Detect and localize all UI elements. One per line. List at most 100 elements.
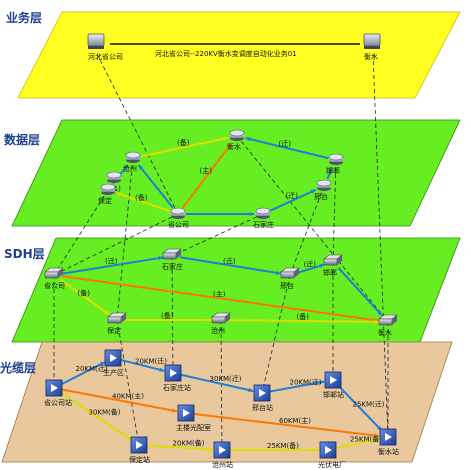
network-node[interactable]: 省公司站 bbox=[44, 379, 72, 407]
node-label: 衡水站 bbox=[378, 447, 399, 456]
edge bbox=[186, 211, 254, 217]
router-icon bbox=[125, 151, 141, 159]
edge-line bbox=[61, 275, 380, 322]
edge-arrowhead bbox=[248, 387, 254, 393]
network-node[interactable]: 邯郸站 bbox=[323, 371, 344, 399]
edge-label: 20KM(迁) bbox=[135, 357, 167, 366]
edge-label: 20KM(迁) bbox=[290, 378, 322, 387]
node-label: 石家庄站 bbox=[163, 383, 191, 392]
network-node[interactable]: 沧州 bbox=[123, 151, 141, 173]
fiber-layer-title: 光缆层 bbox=[0, 360, 36, 375]
edge-line bbox=[269, 188, 317, 212]
edge: (备) bbox=[140, 136, 229, 158]
node-label: 保定 bbox=[98, 196, 112, 205]
network-node[interactable]: 保定站 bbox=[129, 436, 150, 464]
network-node[interactable]: 保定 bbox=[107, 312, 127, 335]
network-node[interactable]: 沧州 bbox=[211, 312, 231, 335]
edge-label: (备) bbox=[78, 289, 91, 298]
edge-line bbox=[337, 385, 383, 432]
edge-line bbox=[228, 319, 380, 323]
edge: (迁) bbox=[61, 255, 164, 275]
edge: (迁) bbox=[245, 137, 329, 160]
odf-icon-arrow bbox=[110, 354, 117, 362]
projection-line bbox=[261, 274, 291, 394]
sdh-icon bbox=[162, 252, 177, 260]
edge-arrowhead bbox=[310, 189, 316, 194]
edge-label: (备) bbox=[135, 193, 148, 202]
edge-line bbox=[269, 380, 325, 393]
service-layer-plane bbox=[17, 11, 461, 99]
edge-arrowhead bbox=[319, 263, 325, 268]
node-label: 主楼光配室 bbox=[176, 423, 211, 432]
network-node[interactable]: 生产区 bbox=[103, 349, 124, 377]
node-label: 邢台 bbox=[314, 192, 328, 201]
sdh-icon bbox=[211, 316, 226, 324]
network-node[interactable]: 邢台站 bbox=[252, 384, 273, 412]
edge-line bbox=[297, 263, 325, 274]
network-node[interactable]: 光伏电厂 bbox=[318, 441, 346, 469]
sdh-icon bbox=[280, 271, 295, 279]
node-label: 保定站 bbox=[129, 455, 150, 464]
odf-icon-arrow bbox=[136, 441, 143, 449]
node-label: 省公司 bbox=[44, 281, 65, 290]
network-node[interactable]: 沧州站 bbox=[212, 441, 233, 469]
edge-arrowhead bbox=[208, 447, 214, 452]
projection-line bbox=[171, 255, 174, 374]
edge-line bbox=[120, 358, 165, 372]
edge: 40KM(主) bbox=[61, 388, 178, 413]
service-link-label: 河北省公司--220KV衡水变调度自动化业务01 bbox=[155, 49, 297, 58]
odf-icon-arrow bbox=[170, 369, 177, 377]
projection-line bbox=[372, 53, 389, 438]
network-node[interactable]: 保定 bbox=[98, 183, 116, 205]
network-node[interactable]: 衡水 bbox=[227, 129, 245, 151]
network-node[interactable]: 石家庄 bbox=[253, 207, 274, 229]
edge-label: 60KM(主) bbox=[279, 416, 311, 425]
network-node[interactable]: 邢台 bbox=[314, 179, 332, 201]
edge-label: 40KM(主) bbox=[112, 392, 144, 401]
edge-label: 20KM(迁) bbox=[76, 364, 108, 373]
network-node[interactable]: 石家庄 bbox=[162, 248, 183, 271]
edge-line bbox=[245, 137, 329, 160]
sdh-icon bbox=[107, 316, 122, 324]
service-layer-title: 业务层 bbox=[6, 10, 42, 25]
edge-arrowhead bbox=[104, 310, 110, 315]
network-node[interactable]: 主楼光配室 bbox=[176, 404, 211, 432]
sdh-layer-title: SDH层 bbox=[4, 247, 45, 261]
router-icon bbox=[229, 129, 245, 137]
sdh-icon bbox=[44, 271, 59, 279]
network-node[interactable]: 邯郸 bbox=[323, 254, 343, 277]
edge-arrowhead bbox=[172, 408, 178, 413]
network-node[interactable]: 省公司 bbox=[44, 267, 65, 290]
router-icon bbox=[106, 171, 122, 179]
network-node[interactable]: 省公司 bbox=[168, 207, 189, 229]
edge-label: 30KM(迁) bbox=[210, 374, 242, 383]
edge-arrowhead bbox=[158, 255, 164, 261]
edge-line bbox=[61, 388, 178, 413]
network-node[interactable]: 邯郸 bbox=[326, 153, 344, 175]
edge-arrowhead bbox=[374, 319, 380, 325]
edge: (备) bbox=[228, 312, 380, 325]
router-icon bbox=[328, 153, 344, 161]
edge-arrowhead bbox=[314, 447, 319, 453]
server-icon-base bbox=[88, 46, 104, 49]
edge: 20KM(备) bbox=[146, 439, 214, 452]
edge-arrowhead bbox=[328, 168, 333, 174]
edge-line bbox=[180, 373, 254, 393]
node-label: 光伏电厂 bbox=[318, 460, 346, 469]
node-label: 邢台 bbox=[280, 281, 294, 290]
edge: (备) bbox=[116, 191, 171, 213]
sdh-icon-side bbox=[337, 255, 342, 265]
network-node[interactable]: 邢台 bbox=[280, 267, 300, 290]
network-node[interactable]: 石家庄站 bbox=[163, 364, 191, 392]
service-node[interactable]: 河北省公司 bbox=[87, 33, 123, 61]
sdh-icon-side bbox=[225, 313, 230, 323]
node-label: 沧州 bbox=[211, 326, 225, 335]
service-node[interactable]: 衡水 bbox=[363, 33, 381, 61]
edge-arrowhead bbox=[138, 165, 144, 170]
edge-label: 30KM(备) bbox=[89, 408, 121, 417]
edge-label: (迁) bbox=[223, 257, 236, 266]
network-node[interactable]: 衡水站 bbox=[378, 428, 399, 456]
edge bbox=[137, 164, 174, 209]
network-node[interactable]: 衡水 bbox=[378, 314, 398, 337]
